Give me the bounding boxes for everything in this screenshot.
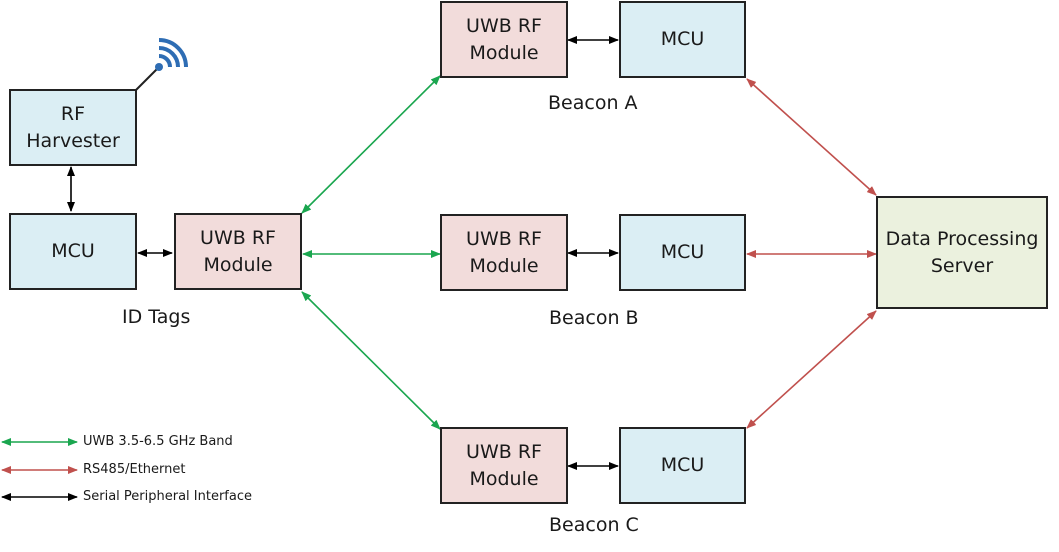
beacon-c-rf-label-line1: UWB RF <box>466 440 542 463</box>
server-label-line1: Data Processing <box>885 227 1039 250</box>
beacon-b-caption: Beacon B <box>549 307 639 329</box>
tag-rf-label-line1: UWB RF <box>200 226 276 249</box>
id-tags-caption: ID Tags <box>122 306 191 328</box>
tag-mcu-box: MCU <box>9 213 137 290</box>
uwb-arrow-beacon-c <box>301 291 441 430</box>
beacon-b-rf-label-line1: UWB RF <box>466 227 542 250</box>
wifi-antenna-icon <box>135 38 188 91</box>
tag-rf-label-line2: Module <box>203 253 273 276</box>
beacon-b-mcu-box: MCU <box>619 214 746 291</box>
uwb-arrow-beacon-a <box>301 75 441 214</box>
beacon-a-caption: Beacon A <box>548 92 638 114</box>
rs485-arrow-beacon-a <box>746 78 877 196</box>
beacon-a-uwb-rf-module-box: UWB RF Module <box>440 1 568 78</box>
tag-uwb-rf-module-box: UWB RF Module <box>174 213 302 290</box>
beacon-c-rf-label-line2: Module <box>469 467 539 490</box>
beacon-b-rf-label-line2: Module <box>469 254 539 277</box>
rf-harvester-label-line2: Harvester <box>26 129 120 152</box>
beacon-c-mcu-box: MCU <box>619 427 746 504</box>
beacon-a-mcu-box: MCU <box>619 1 746 78</box>
legend-uwb-label: UWB 3.5-6.5 GHz Band <box>83 434 233 449</box>
beacon-c-caption: Beacon C <box>549 514 639 536</box>
beacon-c-mcu-label: MCU <box>660 454 705 476</box>
beacon-c-uwb-rf-module-box: UWB RF Module <box>440 427 568 504</box>
tag-mcu-label: MCU <box>51 240 95 262</box>
beacon-b-mcu-label: MCU <box>660 241 705 263</box>
rs485-arrow-beacon-c <box>746 310 877 429</box>
legend-rs485-label: RS485/Ethernet <box>83 462 186 477</box>
rf-harvester-box: RF Harvester <box>9 89 137 166</box>
beacon-a-mcu-label: MCU <box>660 28 705 50</box>
data-processing-server-box: Data Processing Server <box>876 196 1048 309</box>
beacon-a-rf-label-line1: UWB RF <box>466 14 542 37</box>
beacon-b-uwb-rf-module-box: UWB RF Module <box>440 214 568 291</box>
beacon-a-rf-label-line2: Module <box>469 41 539 64</box>
server-label-line2: Server <box>930 254 994 277</box>
rf-harvester-label-line1: RF <box>60 102 86 125</box>
legend-spi-label: Serial Peripheral Interface <box>83 489 252 504</box>
